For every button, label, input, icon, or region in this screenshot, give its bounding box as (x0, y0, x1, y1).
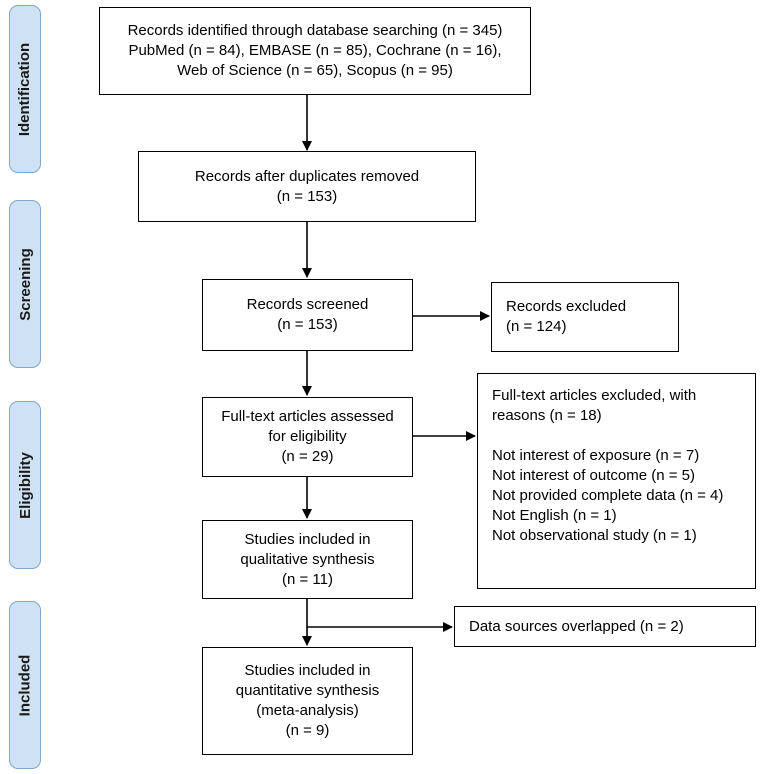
phase-label-identification: Identification (9, 5, 41, 173)
box-fulltext-assessed: Full-text articles assessed for eligibil… (202, 397, 413, 477)
identified-databases-2: Web of Science (n = 65), Scopus (n = 95) (177, 62, 453, 79)
box-quantitative-synthesis: Studies included in quantitative synthes… (202, 647, 413, 755)
box-fulltext-excluded: Full-text articles excluded, with reason… (477, 373, 756, 589)
box-qualitative-synthesis: Studies included in qualitative synthesi… (202, 520, 413, 599)
phase-label-screening: Screening (9, 200, 41, 368)
box-records-excluded: Records excluded (n = 124) (491, 282, 679, 352)
exclusion-reason: Not English (n = 1) (492, 507, 617, 524)
exclusion-reason: Not observational study (n = 1) (492, 527, 697, 544)
box-duplicates-removed: Records after duplicates removed (n = 15… (138, 151, 476, 222)
phase-label-included: Included (9, 601, 41, 769)
box-data-sources-overlapped: Data sources overlapped (n = 2) (454, 606, 756, 647)
identified-databases-1: PubMed (n = 84), EMBASE (n = 85), Cochra… (128, 42, 502, 59)
exclusion-reason: Not provided complete data (n = 4) (492, 487, 724, 504)
phase-label-eligibility: Eligibility (9, 401, 41, 569)
box-records-screened: Records screened (n = 153) (202, 279, 413, 351)
exclusion-reason: Not interest of outcome (n = 5) (492, 467, 696, 484)
exclusion-reason: Not interest of exposure (n = 7) (492, 447, 700, 464)
identified-total: Records identified through database sear… (127, 22, 503, 39)
box-records-identified: Records identified through database sear… (99, 7, 531, 95)
